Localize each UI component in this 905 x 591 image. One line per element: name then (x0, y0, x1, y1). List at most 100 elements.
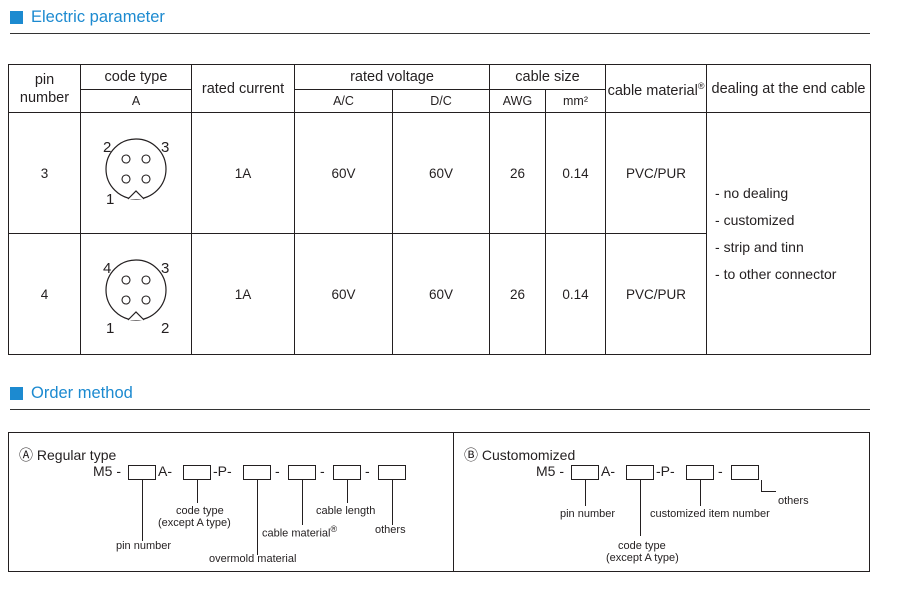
label-cable-material: cable material® (262, 524, 337, 540)
header-cable-size: cable size (488, 64, 607, 90)
order-method-heading: Order method (10, 384, 133, 403)
connector-diagram-3pin: 2 3 1 (80, 112, 192, 234)
connector-line (761, 480, 762, 491)
connector-line (585, 480, 586, 506)
connector-3pin-icon: 2 3 1 (103, 137, 169, 208)
custom-type-title: Ⓑ Customomized (464, 447, 576, 463)
electric-parameter-heading: Electric parameter (10, 8, 165, 27)
header-pin-number: pin number (8, 64, 81, 113)
mm2-cell: 0.14 (544, 233, 607, 355)
regular-type-title: Ⓐ Regular type (19, 447, 117, 463)
registered-mark: ® (330, 524, 338, 534)
connector-line (700, 480, 701, 506)
cable-material-cell: PVC/PUR (605, 112, 708, 234)
table-row: 3 2 3 1 1A 60V 60V 26 0.14 PVC/PUR - no … (8, 112, 872, 355)
regular-sep-a: A- (158, 463, 172, 479)
pin-number-cell: 3 (8, 112, 81, 234)
overmold-slot (243, 465, 271, 480)
divider (10, 409, 870, 410)
custom-pin-number-slot (571, 465, 599, 480)
label-code-type: code type (176, 505, 224, 517)
custom-item-slot (686, 465, 714, 480)
section-title: Electric parameter (31, 8, 165, 26)
header-dealing: dealing at the end cable (706, 64, 872, 113)
custom-sep-p: -P- (656, 463, 675, 479)
dealing-options: - no dealing - customized - strip and ti… (706, 112, 872, 355)
pin-label: 1 (106, 191, 114, 208)
header-cable-material-label: cable material (607, 82, 698, 99)
regular-dash: - (320, 463, 325, 479)
cable-material-cell: PVC/PUR (605, 233, 708, 355)
regular-dash: - (275, 463, 280, 479)
cable-material-slot (288, 465, 316, 480)
awg-cell: 26 (489, 112, 546, 234)
pin-label: 2 (103, 139, 111, 156)
order-method-box (8, 432, 870, 572)
awg-cell: 26 (489, 233, 546, 355)
label-customized-item: customized item number (650, 508, 770, 520)
regular-sep-p: -P- (213, 463, 232, 479)
header-rated-current: rated current (191, 64, 295, 113)
others-slot (378, 465, 406, 480)
code-type-slot (183, 465, 211, 480)
header-cable-material: cable material® (605, 64, 708, 113)
connector-line (761, 491, 776, 492)
connector-line (392, 480, 393, 525)
label-code-type: code type (618, 540, 666, 552)
rated-current-cell: 1A (191, 112, 295, 234)
list-item: - to other connector (715, 265, 837, 282)
connector-line (640, 480, 641, 536)
table-row: 4 4 3 1 2 1A 60V 60V 26 0.14 PVC/PUR (8, 233, 871, 355)
header-code-type-a: A (80, 89, 192, 113)
connector-diagram-4pin: 4 3 1 2 (80, 233, 192, 355)
electric-parameter-table: pin number code type rated current rated… (8, 64, 872, 355)
order-box-divider (453, 432, 454, 572)
divider (10, 33, 870, 34)
connector-line (197, 480, 198, 503)
ac-voltage-cell: 60V (294, 112, 393, 234)
pin-label: 1 (106, 320, 114, 337)
custom-others-slot (731, 465, 759, 480)
pin-number-slot (128, 465, 156, 480)
pin-label: 4 (103, 260, 111, 277)
custom-code-type-slot (626, 465, 654, 480)
ac-voltage-cell: 60V (294, 233, 393, 355)
header-dc: D/C (392, 89, 490, 113)
dc-voltage-cell: 60V (392, 233, 490, 355)
connector-line (302, 480, 303, 525)
regular-dash: - (365, 463, 370, 479)
registered-mark: ® (697, 81, 705, 92)
dc-voltage-cell: 60V (392, 112, 490, 234)
header-awg: AWG (489, 89, 546, 113)
label-cable-length: cable length (316, 505, 376, 517)
label-others: others (375, 524, 406, 536)
connector-line (142, 480, 143, 541)
pin-label: 3 (161, 139, 169, 156)
regular-prefix: M5 - (93, 463, 121, 479)
label-pin-number: pin number (560, 508, 616, 520)
mm2-cell: 0.14 (544, 112, 607, 234)
connector-line (347, 480, 348, 503)
label-except: (except A type) (158, 517, 231, 529)
connector-4pin-icon: 4 3 1 2 (103, 258, 169, 337)
connector-line (257, 480, 258, 555)
label-cable-material-text: cable material (262, 527, 331, 540)
pin-label: 3 (161, 260, 169, 277)
custom-prefix: M5 - (536, 463, 564, 479)
header-code-type: code type (80, 64, 192, 90)
custom-dash: - (718, 463, 723, 479)
cable-length-slot (333, 465, 361, 480)
label-except: (except A type) (606, 552, 679, 564)
label-overmold: overmold material (209, 553, 297, 565)
section-marker-icon (10, 387, 23, 400)
list-item: - strip and tinn (715, 238, 804, 255)
label-others: others (778, 495, 809, 507)
list-item: - customized (715, 211, 795, 228)
list-item: - no dealing (715, 184, 789, 201)
pin-label: 2 (161, 320, 169, 337)
label-pin-number: pin number (116, 540, 172, 552)
section-marker-icon (10, 11, 23, 24)
rated-current-cell: 1A (191, 233, 295, 355)
section-title: Order method (31, 384, 133, 402)
custom-sep-a: A- (601, 463, 615, 479)
